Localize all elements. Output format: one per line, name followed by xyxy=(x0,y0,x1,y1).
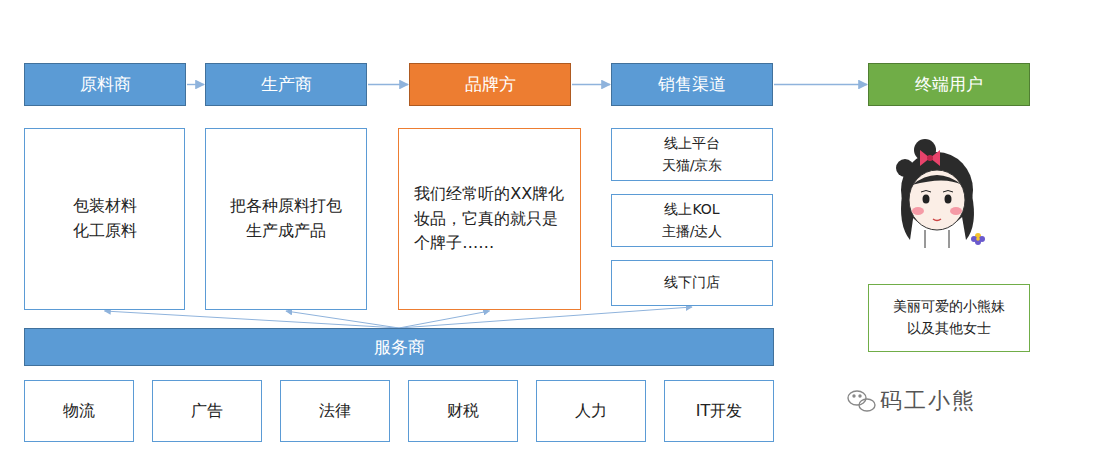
channel-box: 线下门店 xyxy=(611,260,773,306)
user-box: 美丽可爱的小熊妹 以及其他女士 xyxy=(868,284,1030,352)
node-text: 品牌方 xyxy=(465,71,516,97)
stage-header: 生产商 xyxy=(205,63,367,106)
node-text: 原料商 xyxy=(80,71,131,97)
service-box: 人力 xyxy=(536,380,646,442)
node-text: 人力 xyxy=(575,399,607,424)
stage-header: 品牌方 xyxy=(409,63,571,106)
flow-arrow xyxy=(187,84,204,85)
stage-header: 原料商 xyxy=(24,63,186,106)
detail-box: 把各种原料打包 生产成产品 xyxy=(205,128,367,310)
node-text: 生产商 xyxy=(261,71,312,97)
service-box: IT开发 xyxy=(664,380,774,442)
detail-box: 我们经常听的XX牌化妆品，它真的就只是个牌子…… xyxy=(398,128,581,310)
node-text: 线上KOL 主播/达人 xyxy=(659,199,725,242)
watermark: 码工小熊 xyxy=(880,386,976,416)
node-text: 线下门店 xyxy=(664,272,720,294)
node-text: 广告 xyxy=(191,399,223,424)
girl-illustration xyxy=(896,139,985,248)
flow-arrow xyxy=(399,311,490,328)
flow-arrow xyxy=(774,84,867,85)
stage-header: 销售渠道 xyxy=(611,63,773,106)
service-box: 法律 xyxy=(280,380,390,442)
node-text: 物流 xyxy=(63,399,95,424)
flow-arrow xyxy=(286,311,399,328)
node-text: 服务商 xyxy=(374,334,425,360)
channel-box: 线上平台 天猫/京东 xyxy=(611,128,773,181)
service-box: 物流 xyxy=(24,380,134,442)
flow-arrow xyxy=(399,307,692,328)
node-text: 财税 xyxy=(447,399,479,424)
flow-arrow xyxy=(572,84,610,85)
service-bar: 服务商 xyxy=(24,328,774,366)
node-text: 终端用户 xyxy=(915,71,983,97)
node-text: 包装材料 化工原料 xyxy=(68,194,142,244)
node-text: 美丽可爱的小熊妹 以及其他女士 xyxy=(889,296,1009,339)
node-text: 我们经常听的XX牌化妆品，它真的就只是个牌子…… xyxy=(414,182,564,256)
node-text: 线上平台 天猫/京东 xyxy=(659,133,725,176)
flow-arrow xyxy=(368,84,408,85)
detail-box: 包装材料 化工原料 xyxy=(24,128,185,310)
node-text: 法律 xyxy=(319,399,351,424)
node-text: 销售渠道 xyxy=(658,71,726,97)
flow-arrow xyxy=(105,311,400,328)
stage-header: 终端用户 xyxy=(868,63,1030,106)
channel-box: 线上KOL 主播/达人 xyxy=(611,194,773,247)
node-text: 把各种原料打包 生产成产品 xyxy=(225,194,347,244)
wechat-icon xyxy=(848,391,875,411)
service-box: 财税 xyxy=(408,380,518,442)
service-box: 广告 xyxy=(152,380,262,442)
node-text: IT开发 xyxy=(696,399,743,424)
